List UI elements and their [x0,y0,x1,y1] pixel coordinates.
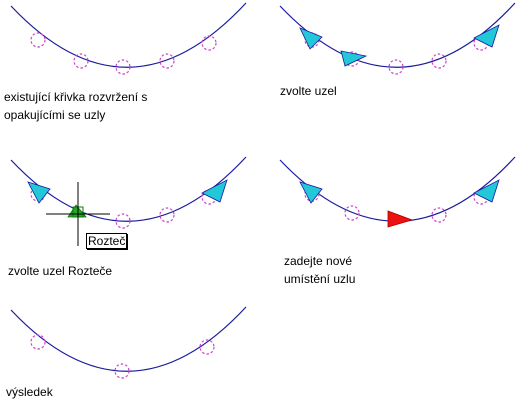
node-marker-icon [115,213,131,229]
pitch-tooltip: Rozteč [86,233,128,249]
selection-grip-icon [27,181,51,204]
panel-select-pitch-node [10,156,247,246]
selection-grip-icon [299,27,323,50]
caption-result: výsledek [6,385,53,399]
layout-curve [10,2,247,68]
caption-select-pitch-node: zvolte uzel Rozteče [8,264,113,278]
node-marker-icon [201,35,217,51]
crosshair-icon [46,182,110,246]
selection-grip-icon [473,179,500,203]
panel-new-node-location [279,156,516,228]
node-marker-icon [30,334,46,350]
layout-curve [10,306,247,372]
node-marker-icon [30,32,46,48]
node-marker-icon [199,339,215,355]
selection-grip-icon [201,179,228,203]
node-marker-icon [159,207,175,223]
selection-grip-icon [340,50,368,67]
moving-grip-icon [387,210,414,228]
node-marker-icon [115,59,131,75]
node-marker-icon [159,53,175,69]
caption-select-node: zvolte uzel [280,84,337,98]
node-marker-icon [388,59,404,75]
node-marker-icon [344,205,360,221]
panel-select-node [279,2,516,75]
node-marker-icon [114,363,130,379]
caption-new-node-location: zadejte nové umístění uzlu [284,254,356,286]
panel-result [10,306,247,379]
node-marker-icon [73,53,89,69]
caption-existing-curve: existující křivka rozvržení s opakujícím… [4,90,148,122]
selection-grip-icon [473,24,500,48]
panel-existing-curve [10,2,247,75]
node-marker-icon [431,207,447,223]
node-marker-icon [431,53,447,69]
selection-grip-icon [299,181,323,204]
